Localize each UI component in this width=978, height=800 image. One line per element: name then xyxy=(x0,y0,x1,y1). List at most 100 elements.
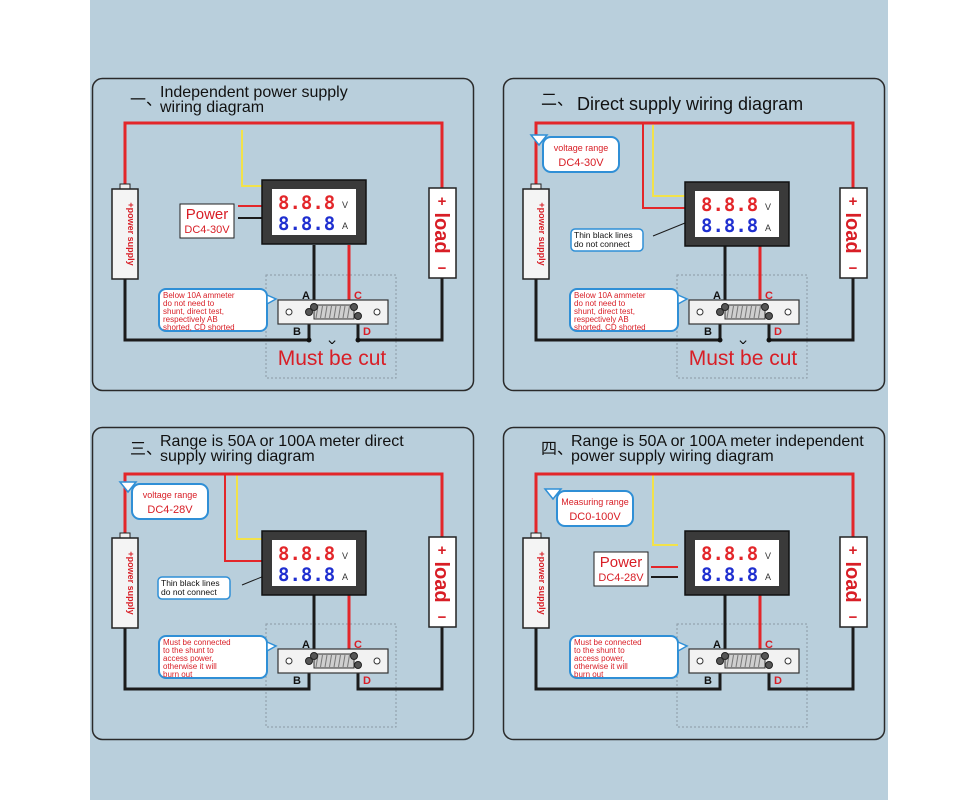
callout-frame xyxy=(131,483,209,520)
shunt-hatch xyxy=(329,305,332,319)
shunt-hatch xyxy=(744,305,748,319)
cut-node xyxy=(355,337,361,343)
shunt-hatch xyxy=(744,654,748,668)
terminal-d-label: D xyxy=(363,675,371,687)
meter-volt-unit: V xyxy=(342,200,348,210)
yellow-wire xyxy=(241,130,262,187)
cut-node xyxy=(306,337,312,343)
load-body xyxy=(428,187,457,279)
yellow-wire xyxy=(652,125,685,197)
shunt-note-line: shunt, direct test, xyxy=(574,307,635,316)
shunt-hatch xyxy=(342,305,346,319)
cut-label-backdrop xyxy=(679,344,805,370)
yellow-wire xyxy=(652,474,678,546)
panel-number: 一、 xyxy=(130,92,162,109)
shunt-hole-right xyxy=(373,308,381,316)
red-supply-wire xyxy=(123,121,444,190)
load-body xyxy=(428,536,457,628)
shunt-note-line: Must be connected xyxy=(574,638,642,647)
load-plus-label: + xyxy=(438,193,447,210)
shunt-note-line: do not need to xyxy=(574,299,626,308)
power-range-label: DC4-28V xyxy=(598,572,644,584)
load-minus-label: − xyxy=(849,609,858,626)
shunt-area-outline xyxy=(265,623,397,728)
callout-frame xyxy=(556,490,634,527)
meter-volt-unit: V xyxy=(765,551,771,561)
shunt-note-line: to the shunt to xyxy=(163,646,214,655)
terminal-a-label: A xyxy=(302,290,310,302)
power-range-label: DC4-30V xyxy=(184,224,230,236)
panel-number: 三、 xyxy=(130,441,162,458)
shunt-hole-left xyxy=(696,657,704,665)
callout-range: DC4-28V xyxy=(147,504,193,516)
shunt-note-frame xyxy=(569,288,679,332)
shunt-screw xyxy=(761,303,769,311)
power-label: Power xyxy=(186,206,229,223)
shunt-note-frame xyxy=(158,288,268,332)
thin-black-note-line: Thin black lines xyxy=(574,230,633,240)
red-meter-wire xyxy=(224,474,262,562)
load-box: +load− xyxy=(428,536,457,628)
black-load-wire xyxy=(767,627,855,691)
shunt-hatch xyxy=(347,305,350,319)
power-label-frame xyxy=(179,203,235,239)
meter-volt-unit: V xyxy=(342,551,348,561)
shunt-hatch xyxy=(749,305,752,319)
meter-amp-digits: 8.8.8 xyxy=(278,213,335,235)
terminal-c-label: C xyxy=(354,639,362,651)
terminal-b-label: B xyxy=(293,675,301,687)
shunt-hatch xyxy=(324,654,328,668)
load-box: +load− xyxy=(839,187,868,279)
shunt-screw xyxy=(305,657,313,665)
panel-title: 四、Range is 50A or 100A meter independent… xyxy=(541,433,864,465)
meter-amp-digits: 8.8.8 xyxy=(278,564,335,586)
black-return-wire xyxy=(123,627,311,691)
shunt-screw xyxy=(310,303,318,311)
wiring-panel-3: 三、Range is 50A or 100A meter directsuppl… xyxy=(91,426,475,741)
terminal-b-label: B xyxy=(704,326,712,338)
load-body xyxy=(839,536,868,628)
shunt-hole-left xyxy=(696,308,704,316)
shunt-hatch xyxy=(338,305,341,319)
black-return-wire xyxy=(534,627,722,691)
meter-screen xyxy=(695,191,779,237)
panel-number: 二、 xyxy=(541,92,573,109)
black-load-wire xyxy=(767,278,855,342)
shunt-hole-left xyxy=(285,308,293,316)
terminal-a-label: A xyxy=(302,639,310,651)
load-plus-label: + xyxy=(438,542,447,559)
callout-title: voltage range xyxy=(143,490,198,500)
panel-title-line: wiring diagram xyxy=(159,99,264,116)
shunt-screw xyxy=(765,661,773,669)
meter-screen xyxy=(695,540,779,586)
must-be-cut-label: Must be cut xyxy=(278,347,387,370)
meter-volt-digits: 8.8.8 xyxy=(701,194,758,216)
callout-frame xyxy=(542,136,620,173)
terminal-b-label: B xyxy=(704,675,712,687)
load-body xyxy=(839,187,868,279)
terminal-c-label: C xyxy=(354,290,362,302)
shunt-screw xyxy=(350,652,358,660)
thin-black-note-frame xyxy=(570,228,644,252)
shunt-note-line: access power, xyxy=(574,654,625,663)
meter-volt-digits: 8.8.8 xyxy=(701,543,758,565)
shunt-hatch xyxy=(342,654,346,668)
load-box: +load− xyxy=(428,187,457,279)
shunt-hatch xyxy=(731,654,734,668)
shunt-hatch xyxy=(753,305,757,319)
panel-title-line: power supply wiring diagram xyxy=(571,448,774,465)
current-shunt: A B C D xyxy=(277,639,389,687)
shunt-hatch xyxy=(731,305,734,319)
shunt-hole-right xyxy=(784,308,792,316)
shunt-screw xyxy=(721,652,729,660)
shunt-screw xyxy=(761,652,769,660)
black-return-wire xyxy=(123,278,311,342)
